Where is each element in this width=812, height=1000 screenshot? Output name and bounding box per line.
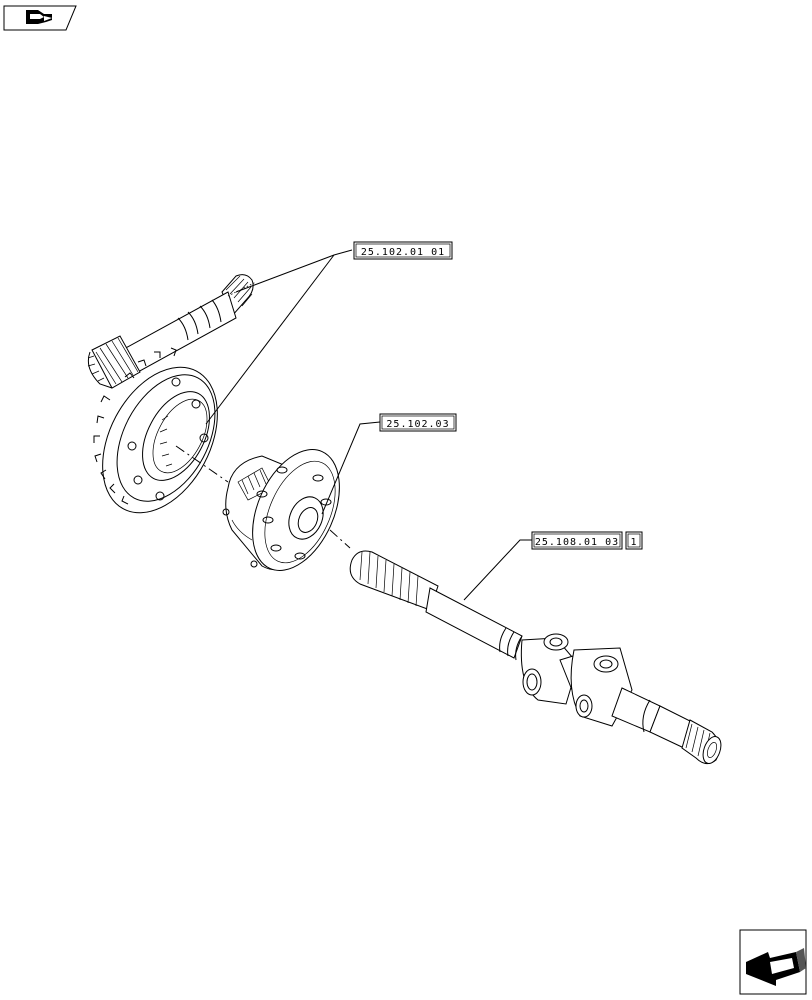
differential-housing [222, 449, 340, 571]
hand-pointer-icon [26, 10, 52, 24]
callout-leaders [205, 249, 532, 601]
ring-gear [93, 347, 218, 514]
callout-ref-label: 25.102.01 01 [361, 247, 445, 258]
next-page-button[interactable] [739, 929, 807, 995]
previous-page-button[interactable] [3, 5, 77, 31]
assembly-axis-line [175, 445, 351, 549]
callout-pinion-ring-gear[interactable]: 25.102.01 01 [353, 241, 453, 260]
callout-differential[interactable]: 25.102.03 [379, 413, 457, 432]
callout-ref-label: 25.108.01 03 [535, 537, 619, 548]
arrow-page-icon [746, 948, 806, 986]
axle-shaft [349, 550, 722, 764]
callout-axle-shaft[interactable]: 25.108.01 03 1 [531, 531, 643, 550]
callout-ref-label: 25.102.03 [386, 419, 449, 430]
callout-quantity-label: 1 [630, 537, 637, 548]
